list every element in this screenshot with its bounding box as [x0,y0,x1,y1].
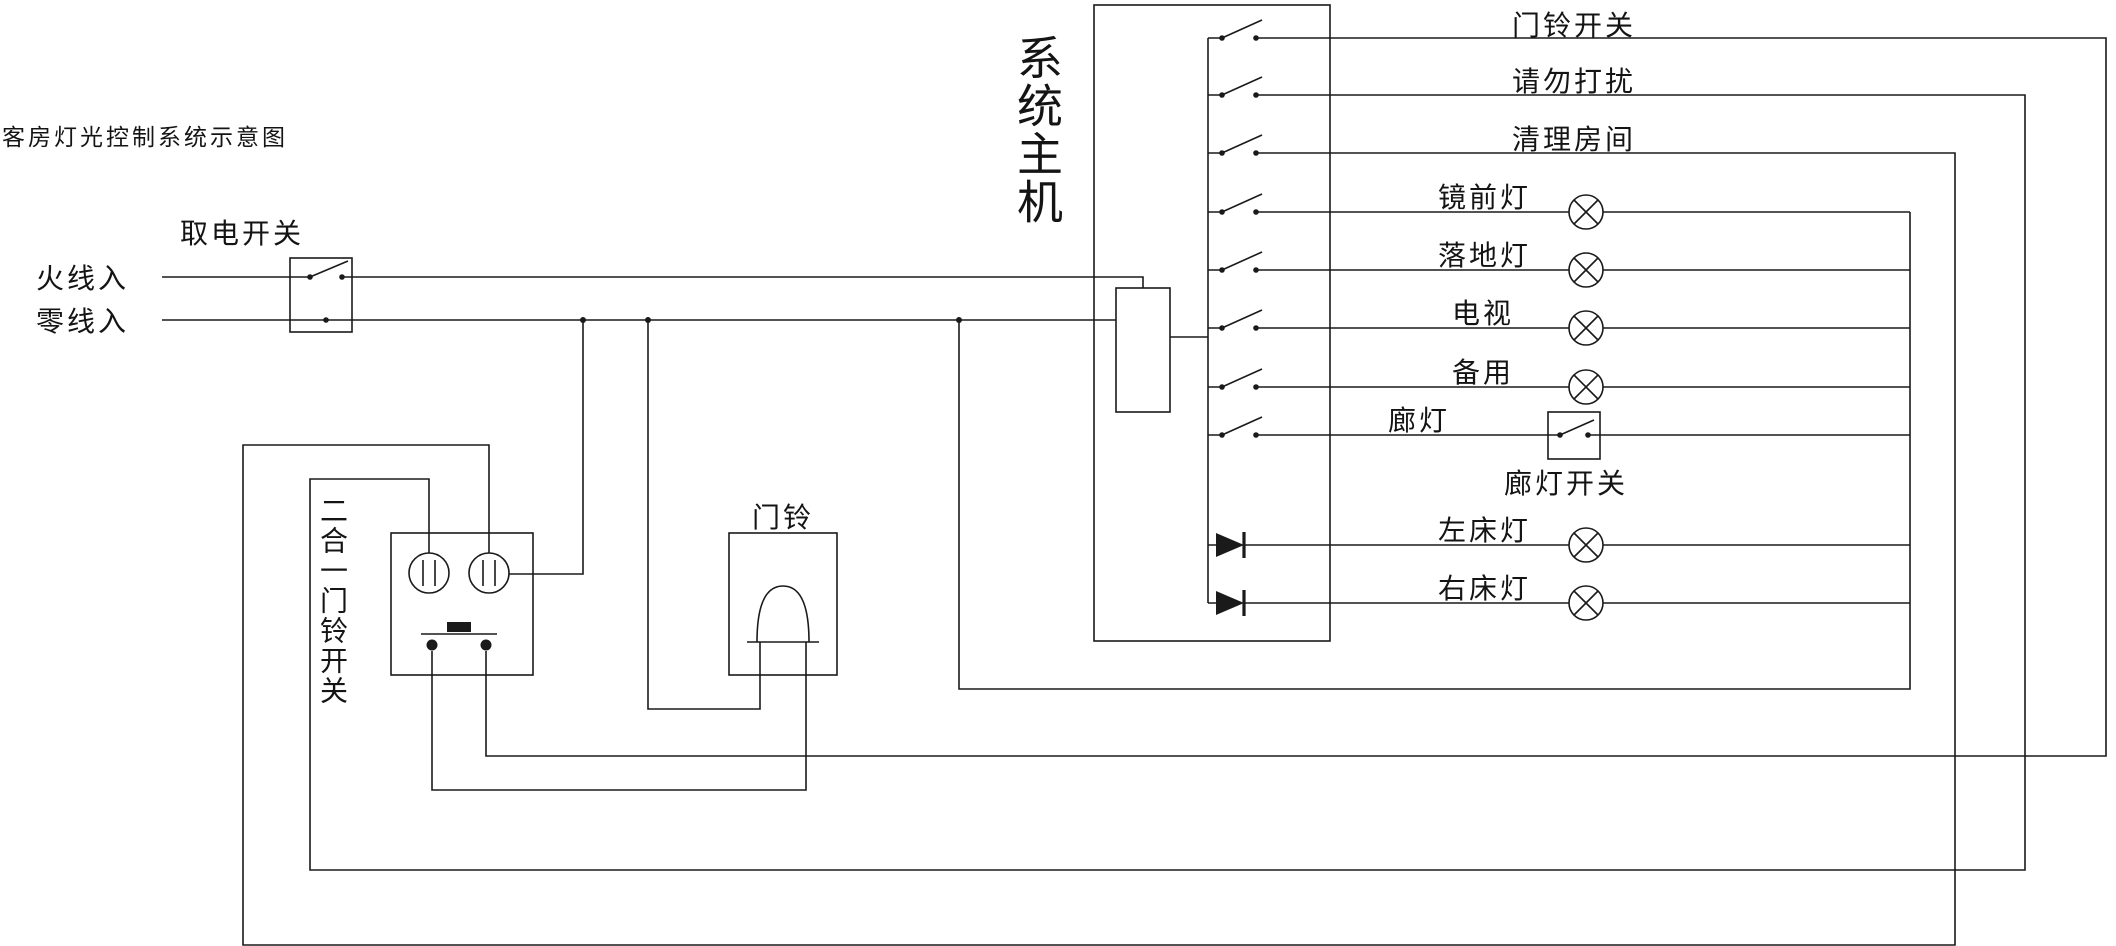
lamp-icon-tv [1568,310,1604,346]
relay-switch-icon [1219,76,1263,98]
system-host-box [1093,4,1331,642]
channel-bus [1170,38,1209,603]
indicator-lamp-icon [408,552,450,594]
page-title: 客房灯光控制系统示意图 [2,124,288,150]
lamp-return-bus [958,212,1911,690]
doorbell-switch-box [390,532,534,676]
channel-label-right-bed-light: 右床灯 [1438,573,1532,604]
box-outlines [289,4,1601,676]
relay-switch-icon [1219,309,1263,331]
lamp-icon-floor-lamp [1568,252,1604,288]
relay-switch-icon [1219,416,1263,438]
channel-label-corridor-light: 廊灯 [1388,405,1451,436]
lamp-icon-left-bed-light [1568,527,1604,563]
channel-label-left-bed-light: 左床灯 [1438,515,1532,546]
corridor-switch-symbol [1557,419,1595,438]
relay-switch-icon [1219,251,1263,273]
relay-switch-symbols [1219,19,1263,438]
key-power-switch-box [289,257,353,333]
live-wire [162,276,1144,288]
indicator-lamp-icon [468,552,510,594]
lamp-symbols [1568,194,1604,621]
channel-label-clean-room: 清理房间 [1512,124,1637,155]
channel-label-do-not-disturb: 请勿打扰 [1512,66,1637,97]
channel-label-spare: 备用 [1452,357,1515,388]
neutral-in-label: 零线入 [36,306,130,337]
relay-switch-icon [1219,193,1263,215]
relay-switch-icon [1219,368,1263,390]
system-host-label: 系统主机 [1011,34,1063,226]
switch-lever [309,260,349,278]
channel-label-mirror-light: 镜前灯 [1438,182,1532,213]
doorbell-box [728,532,838,676]
key-power-switch-symbol [307,260,349,323]
host-input-module-box [1115,287,1171,413]
lamp-icon-mirror-light [1568,194,1604,230]
key-power-switch-label: 取电开关 [180,218,305,249]
channel-label-doorbell-switch: 门铃开关 [1512,10,1637,41]
lamp-icon-right-bed-light [1568,585,1604,621]
neutral-branch-indicators [509,320,584,575]
channel-wire-clean-room [242,152,1956,946]
channel-label-floor-lamp: 落地灯 [1438,240,1532,271]
host-bus [1170,38,1209,603]
channel-wires [242,37,2107,946]
doorbell-switch-internals [408,552,510,651]
relay-switch-icon [1219,134,1263,156]
push-button-icon [421,622,497,651]
doorbell-bell-icon [747,585,819,643]
button-to-bell-wire [431,642,807,791]
diode-symbols [1216,532,1246,616]
relay-switch-icon [1219,19,1263,41]
doorbell-label: 门铃 [752,502,815,533]
mains-wires [162,212,1911,710]
diode-icon [1216,532,1246,558]
live-in-label: 火线入 [36,263,130,294]
channel-label-tv: 电视 [1452,298,1515,329]
neutral-branch-doorbell [647,320,761,710]
doorbell-switch-label: 二合一门铃开关 [317,496,348,706]
lamp-icon-spare [1568,369,1604,405]
corridor-switch-label: 廊灯开关 [1504,468,1629,499]
diode-icon [1216,590,1246,616]
